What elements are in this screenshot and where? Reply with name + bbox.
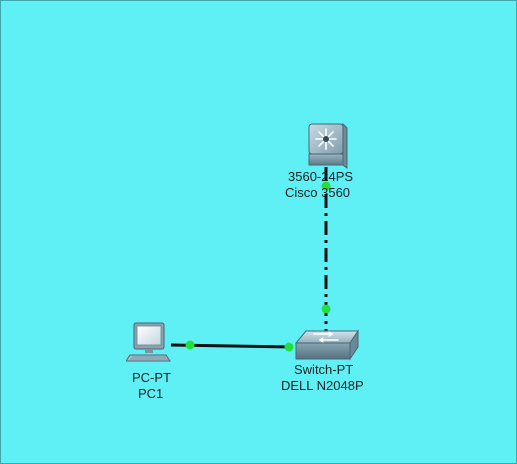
link-status-light [321,304,331,314]
device-label-pc1-name: PC1 [138,386,164,401]
device-label-3560-name: Cisco 3560 [285,185,351,200]
multilayer-switch-icon [308,122,348,169]
switch-icon [294,329,359,361]
link-3560-to-dell[interactable] [321,167,331,335]
device-dell-n2048p[interactable] [292,329,362,363]
device-label-3560-model: 3560-24PS [288,169,354,184]
device-label-pc1-model: PC-PT [132,370,171,385]
link-status-light [284,342,294,352]
device-cisco-3560[interactable] [306,121,348,171]
device-label-dell-name: DELL N2048P [281,378,364,393]
link-pc1-to-dell[interactable] [170,340,294,352]
link-status-light [321,181,331,191]
device-pc1[interactable] [126,321,174,365]
device-label-dell-model: Switch-PT [294,362,354,377]
link-status-light [185,340,195,350]
pc-icon [126,322,171,362]
